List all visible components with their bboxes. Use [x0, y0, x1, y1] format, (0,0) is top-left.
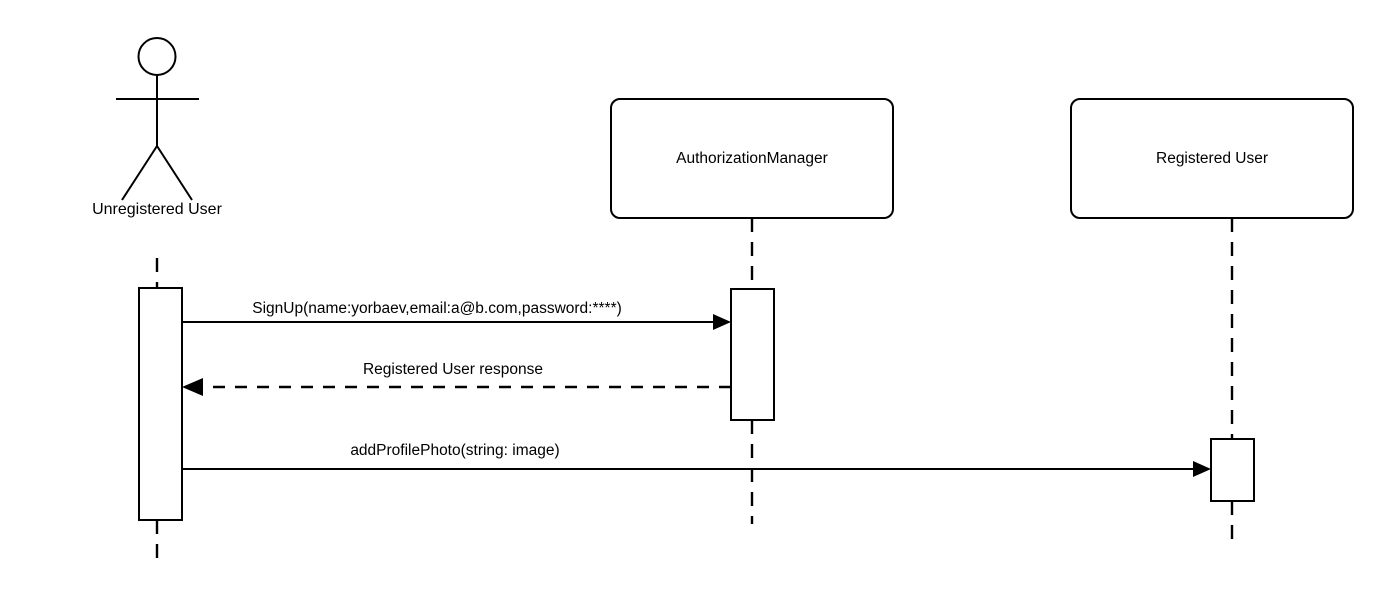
- activation-bar-authorization-manager: [730, 288, 775, 421]
- participant-unregistered-user[interactable]: Unregistered User: [92, 37, 223, 218]
- actor-leg-left-icon: [121, 145, 158, 201]
- message-label-registered-user-response: Registered User response: [363, 361, 543, 378]
- activation-bar-registered-user: [1210, 438, 1255, 502]
- actor-head-icon: [137, 37, 177, 76]
- participant-registered-user[interactable]: Registered User: [1070, 98, 1354, 219]
- message-signup[interactable]: SignUp(name:yorbaev,email:a@b.com,passwo…: [182, 300, 731, 330]
- actor-leg-right-icon: [156, 145, 193, 201]
- message-add-profile-photo[interactable]: addProfilePhoto(string: image): [182, 442, 1211, 477]
- participant-authorization-manager[interactable]: AuthorizationManager: [610, 98, 894, 219]
- participant-label-unregistered-user: Unregistered User: [92, 201, 223, 218]
- message-arrowhead-add-profile-photo: [1193, 461, 1211, 477]
- participant-label-registered-user: Registered User: [1156, 150, 1268, 167]
- participant-label-authorization-manager: AuthorizationManager: [676, 150, 828, 167]
- message-arrowhead-signup: [713, 314, 731, 330]
- message-registered-user-response[interactable]: Registered User response: [182, 361, 731, 396]
- message-label-signup: SignUp(name:yorbaev,email:a@b.com,passwo…: [252, 300, 622, 317]
- message-label-add-profile-photo: addProfilePhoto(string: image): [350, 442, 559, 459]
- participant-box-registered-user[interactable]: [1070, 98, 1354, 219]
- message-arrowhead-registered-user-response: [182, 378, 203, 396]
- activation-bar-unregistered-user: [138, 287, 183, 521]
